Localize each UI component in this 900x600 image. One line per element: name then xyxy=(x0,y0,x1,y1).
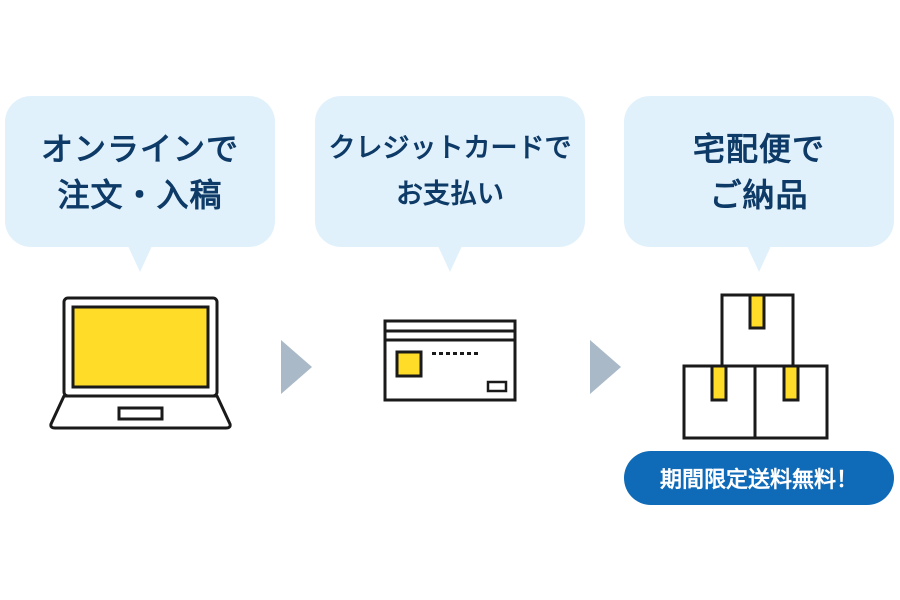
bubble-text-line-2: ご納品 xyxy=(709,175,809,214)
bubble-text-line-2: 注文・入稿 xyxy=(57,175,223,214)
step-credit-card-payment: クレジットカードで お支払い xyxy=(315,0,585,600)
speech-bubble-tail xyxy=(128,246,152,272)
credit-card-icon xyxy=(383,319,517,402)
bubble-text-line-1: オンラインで xyxy=(40,129,239,168)
bubble-text-line-1: クレジットカードで xyxy=(328,132,572,164)
chevron-right-icon xyxy=(281,340,312,394)
chevron-right-icon xyxy=(590,340,621,394)
speech-bubble-tail xyxy=(438,246,462,272)
laptop-icon xyxy=(49,296,232,430)
speech-bubble-tail xyxy=(747,246,771,272)
speech-bubble: 宅配便で ご納品 xyxy=(624,96,894,247)
speech-bubble: クレジットカードで お支払い xyxy=(315,96,585,247)
free-shipping-badge: 期間限定送料無料！ xyxy=(624,451,894,505)
stacked-boxes-icon xyxy=(682,293,829,440)
step-online-order: オンラインで 注文・入稿 xyxy=(5,0,275,600)
speech-bubble: オンラインで 注文・入稿 xyxy=(5,96,275,247)
step-delivery: 宅配便で ご納品 xyxy=(624,0,894,600)
bubble-text-line-1: 宅配便で xyxy=(692,129,825,168)
bubble-text-line-2: お支払い xyxy=(396,178,504,210)
